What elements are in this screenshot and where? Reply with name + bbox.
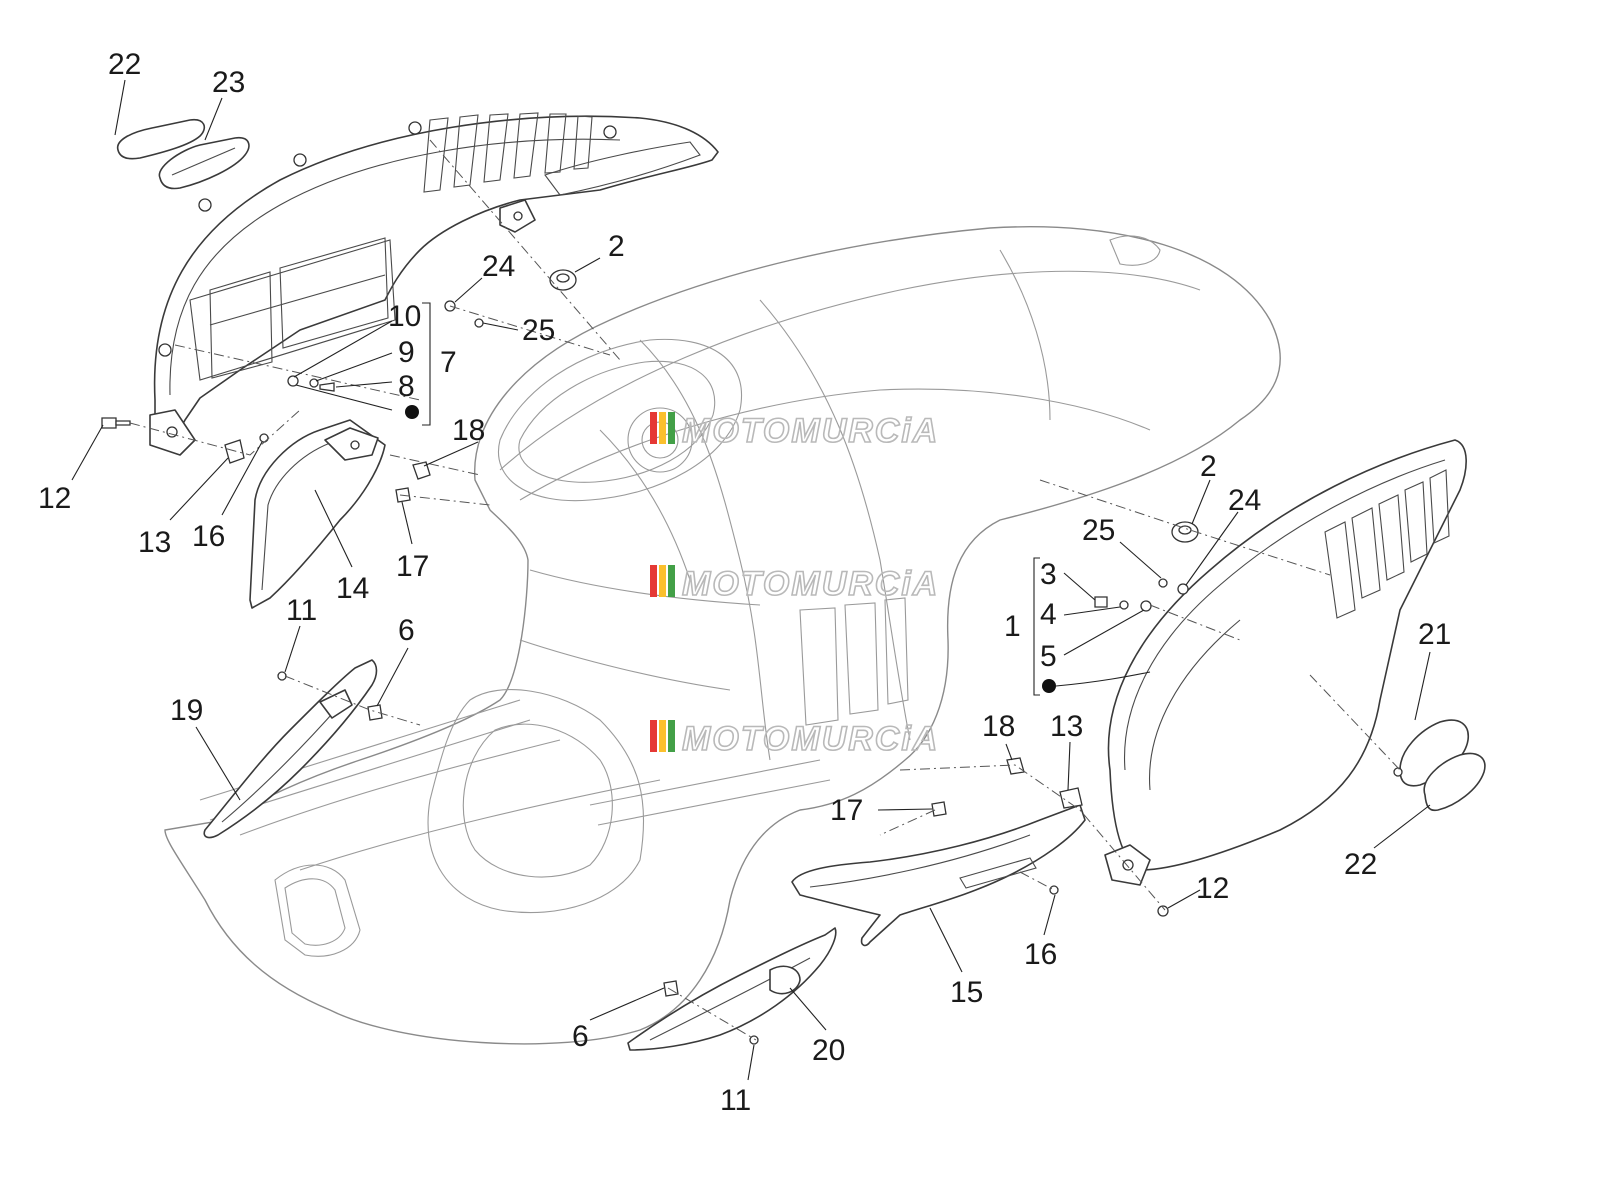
- watermark-text: MOTOMURCiA: [682, 720, 939, 758]
- callout-22-right: 22: [1344, 848, 1377, 881]
- watermark-3: MOTOMURCiA: [650, 719, 939, 759]
- right-badge-cover: [1423, 752, 1486, 812]
- callout-13: 13: [138, 526, 171, 559]
- watermark-stripe-red: [650, 720, 657, 752]
- left-footboard-trim: [203, 659, 378, 839]
- watermark-stripe-red: [650, 565, 657, 597]
- assembly-bullet-right: [1042, 679, 1056, 693]
- right-side-panel: [1104, 439, 1467, 886]
- left-badge-cover: [116, 118, 206, 160]
- callout-12: 12: [38, 482, 71, 515]
- assembly-bullet-left: [405, 405, 419, 419]
- callout-16-right: 16: [1024, 938, 1057, 971]
- callout-25: 25: [522, 314, 555, 347]
- hardware: [101, 269, 1199, 1045]
- callout-24-right: 24: [1228, 484, 1261, 517]
- callout-16: 16: [192, 520, 225, 553]
- left-side-panel: [149, 112, 719, 456]
- callout-24: 24: [482, 250, 515, 283]
- callout-21: 21: [1418, 618, 1451, 651]
- leader-lines: [71, 79, 1431, 1081]
- callout-2-right: 2: [1200, 450, 1217, 483]
- callout-9: 9: [398, 336, 415, 369]
- callout-18-right: 18: [982, 710, 1015, 743]
- watermark-text: MOTOMURCiA: [682, 412, 939, 450]
- watermark-stripe-red: [650, 412, 657, 444]
- front-footboard-trim: [627, 927, 837, 1051]
- assembly-lines: [129, 139, 1401, 1041]
- callout-11: 11: [286, 594, 317, 627]
- scooter-body-frame: [164, 226, 1281, 1045]
- callout-8: 8: [398, 370, 415, 403]
- watermark-1: MOTOMURCiA: [650, 411, 939, 451]
- callout-22: 22: [108, 48, 141, 81]
- callout-7: 7: [440, 346, 457, 379]
- callout-15: 15: [950, 976, 983, 1009]
- left-badge-holder: [158, 136, 250, 190]
- callout-10: 10: [388, 300, 421, 333]
- callout-14: 14: [336, 572, 369, 605]
- callout-20: 20: [812, 1034, 845, 1067]
- callout-4: 4: [1040, 598, 1057, 631]
- callout-1: 1: [1004, 610, 1021, 643]
- callout-13-right: 13: [1050, 710, 1083, 743]
- callout-19: 19: [170, 694, 203, 727]
- watermark-stripe-yellow: [659, 412, 666, 444]
- callout-5: 5: [1040, 640, 1057, 673]
- callout-17: 17: [396, 550, 429, 583]
- callout-6-front: 6: [572, 1020, 589, 1053]
- watermark-stripe-green: [668, 565, 675, 597]
- callout-3: 3: [1040, 558, 1057, 591]
- callout-2: 2: [608, 230, 625, 263]
- callout-25-right: 25: [1082, 514, 1115, 547]
- callout-17-right: 17: [830, 794, 863, 827]
- watermark-stripe-green: [668, 412, 675, 444]
- watermark-2: MOTOMURCiA: [650, 564, 939, 604]
- callout-18: 18: [452, 414, 485, 447]
- watermark-stripe-yellow: [659, 720, 666, 752]
- watermark-stripe-green: [668, 720, 675, 752]
- watermark-stripe-yellow: [659, 565, 666, 597]
- callout-labels: 22 23 2 24 25 10 9 8 7 12 13 16 18 17 14…: [38, 48, 1451, 1117]
- right-footboard-trim: [791, 804, 1086, 947]
- left-fairing: [249, 419, 386, 609]
- callout-11-front: 11: [720, 1084, 751, 1117]
- callout-6: 6: [398, 614, 415, 647]
- callout-23: 23: [212, 66, 245, 99]
- right-badge-holder: [1393, 719, 1469, 787]
- callout-12-right: 12: [1196, 872, 1229, 905]
- watermark-text: MOTOMURCiA: [682, 565, 939, 603]
